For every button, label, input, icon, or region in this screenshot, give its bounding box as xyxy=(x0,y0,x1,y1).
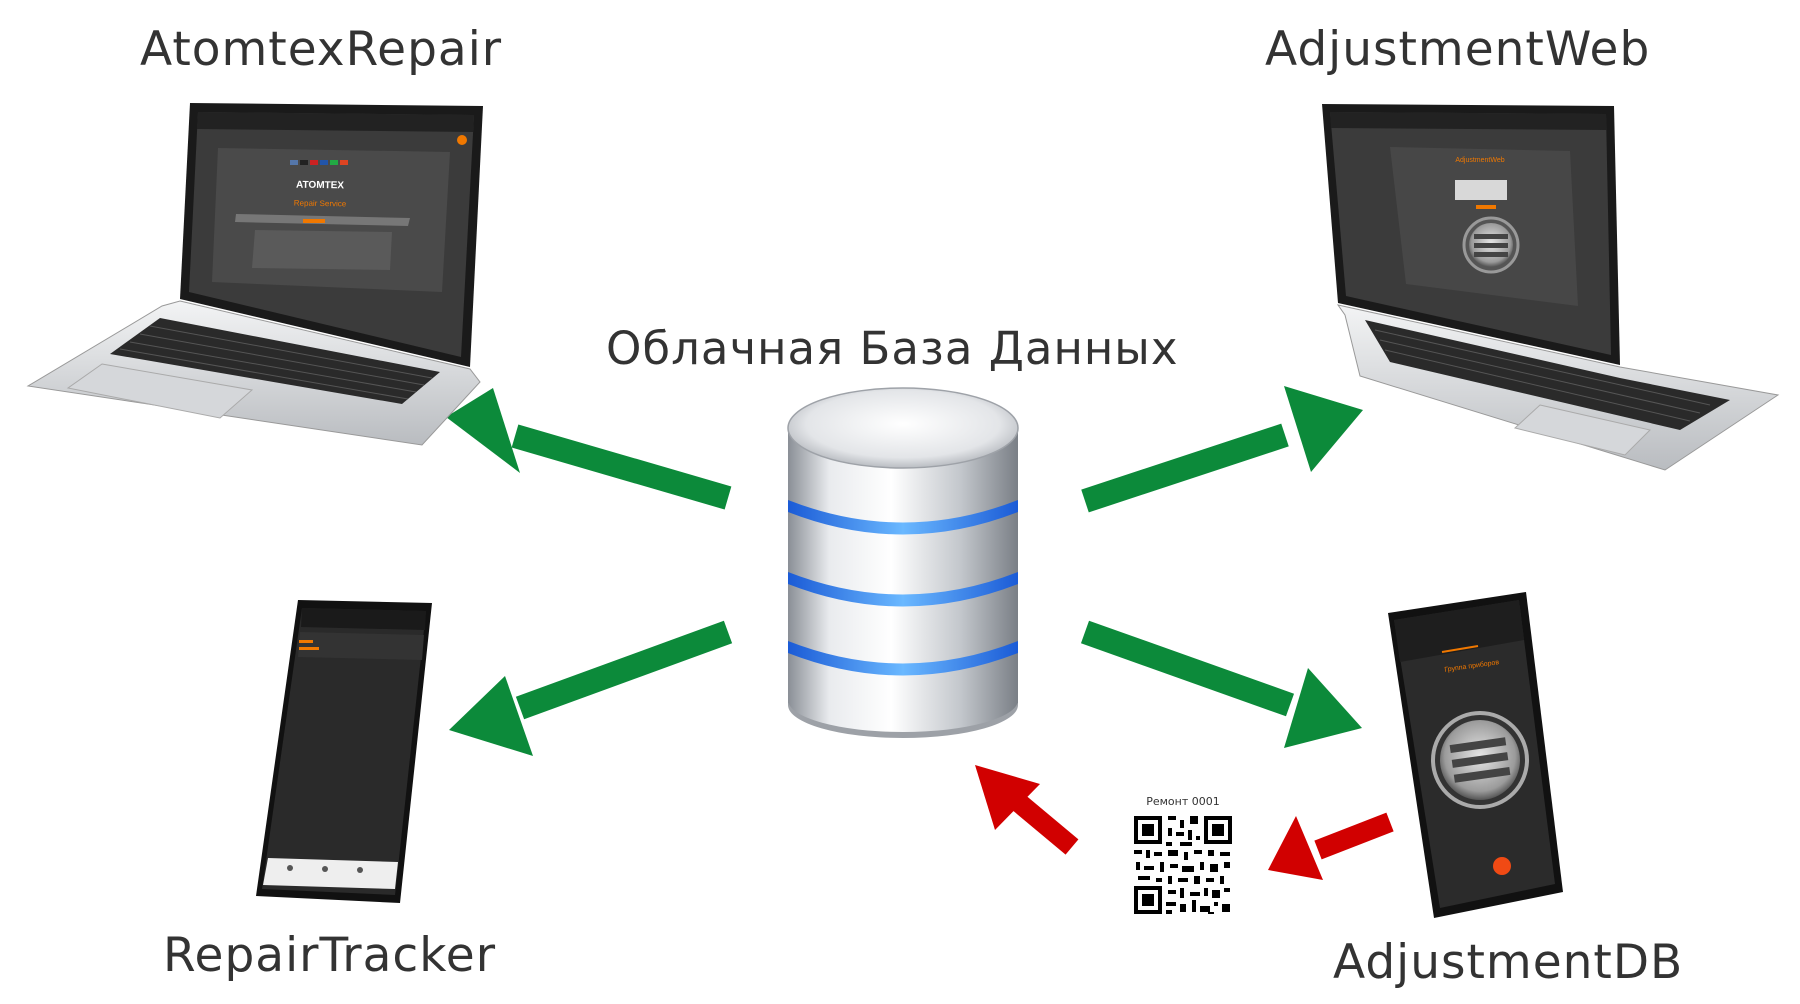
qr-caption: Ремонт 0001 xyxy=(1146,795,1220,808)
qr-code-icon: Ремонт 0001 xyxy=(1132,795,1234,916)
label-adjustmentdb: AdjustmentDB xyxy=(1333,935,1684,990)
arrow-to-atomtexrepair xyxy=(446,388,732,510)
label-cloud-database: Облачная База Данных xyxy=(606,322,1179,375)
repair-service-title: Repair Service xyxy=(294,199,347,209)
database-icon xyxy=(787,387,1019,738)
smartphone-repairtracker xyxy=(256,600,432,903)
arrow-to-repairtracker xyxy=(449,620,733,756)
arrow-to-adjustmentweb xyxy=(1081,386,1363,513)
arrow-adjustmentdb-to-qr xyxy=(1268,812,1394,880)
adjustmentweb-screen-title: AdjustmentWeb xyxy=(1455,157,1504,164)
laptop-atomtexrepair: ATOMTEX Repair Service xyxy=(26,103,483,446)
arrow-to-adjustmentdb xyxy=(1080,620,1362,748)
smartphone-adjustmentdb: Группа приборов xyxy=(1388,592,1563,918)
label-atomtexrepair: AtomtexRepair xyxy=(140,22,503,77)
atomtex-brand: ATOMTEX xyxy=(296,180,344,192)
arrow-qr-to-database xyxy=(975,765,1079,855)
label-repairtracker: RepairTracker xyxy=(163,928,497,983)
laptop-adjustmentweb: AdjustmentWeb xyxy=(1322,104,1780,471)
label-adjustmentweb: AdjustmentWeb xyxy=(1265,22,1651,77)
